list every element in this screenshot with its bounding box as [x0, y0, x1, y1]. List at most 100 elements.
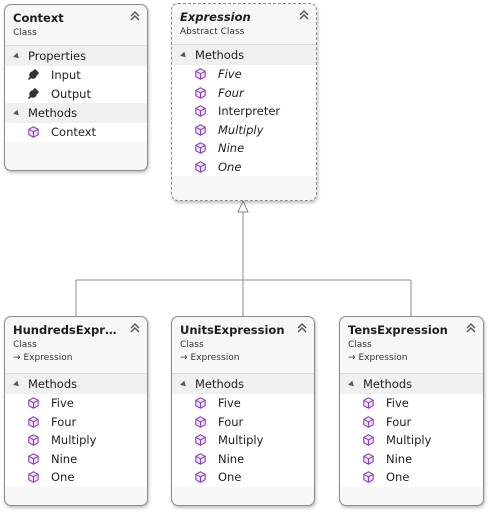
- method-item[interactable]: Nine: [5, 449, 147, 468]
- inheritance-arrowhead: [237, 199, 249, 213]
- double-chevron-up-icon[interactable]: [129, 322, 140, 333]
- method-label: One: [386, 470, 410, 485]
- class-title: Context: [13, 11, 64, 25]
- section-label: Methods: [195, 377, 245, 391]
- context-class[interactable]: Context Class Properties Input Output Me…: [4, 4, 148, 171]
- class-header[interactable]: TensExpression Class → Expression: [340, 317, 483, 373]
- section-methods[interactable]: Methods: [5, 103, 147, 123]
- method-item[interactable]: Five: [172, 394, 314, 413]
- method-item[interactable]: One: [172, 468, 314, 487]
- cube-icon: [194, 86, 206, 99]
- arrow-right-icon: →: [180, 353, 188, 363]
- cube-icon: [362, 452, 374, 465]
- double-chevron-up-icon[interactable]: [298, 9, 309, 20]
- cube-icon: [194, 105, 206, 118]
- class-title: HundredsExpres...: [13, 323, 123, 337]
- method-item[interactable]: Nine: [172, 449, 314, 468]
- cube-icon: [27, 415, 39, 428]
- base-class-link[interactable]: → Expression: [180, 353, 314, 363]
- method-item[interactable]: Nine: [172, 139, 316, 158]
- method-item[interactable]: One: [5, 468, 147, 487]
- method-item[interactable]: One: [340, 468, 483, 487]
- arrow-right-icon: →: [13, 353, 21, 363]
- expand-triangle-icon[interactable]: [13, 52, 21, 60]
- property-item[interactable]: Output: [5, 84, 147, 103]
- expand-triangle-icon[interactable]: [180, 51, 188, 59]
- method-item[interactable]: Nine: [340, 449, 483, 468]
- method-label: One: [51, 470, 75, 485]
- section-label: Methods: [195, 48, 245, 62]
- cube-icon: [27, 126, 39, 139]
- method-label: Interpreter: [218, 104, 281, 119]
- method-item[interactable]: One: [172, 157, 316, 176]
- expand-triangle-icon[interactable]: [13, 109, 21, 117]
- class-stereotype: Class: [13, 28, 37, 38]
- method-item[interactable]: Multiply: [172, 431, 314, 450]
- wrench-icon: [27, 87, 39, 100]
- base-class-label: Expression: [358, 353, 408, 363]
- cube-icon: [27, 452, 39, 465]
- class-title: Expression: [180, 10, 251, 24]
- method-item[interactable]: Four: [172, 83, 316, 102]
- class-stereotype: Class: [348, 340, 372, 350]
- method-label: Multiply: [218, 433, 264, 448]
- section-properties[interactable]: Properties: [5, 46, 147, 66]
- method-item[interactable]: Four: [340, 412, 483, 431]
- section-methods[interactable]: Methods: [5, 374, 147, 394]
- method-label: Nine: [218, 451, 245, 466]
- double-chevron-up-icon[interactable]: [296, 322, 307, 333]
- section-methods[interactable]: Methods: [172, 374, 314, 394]
- tens-expression-class[interactable]: TensExpression Class → Expression Method…: [339, 316, 484, 506]
- section-methods[interactable]: Methods: [340, 374, 483, 394]
- expand-triangle-icon[interactable]: [180, 380, 188, 388]
- hundreds-expression-class[interactable]: HundredsExpres... Class → Expression Met…: [4, 316, 148, 506]
- method-item[interactable]: Five: [5, 394, 147, 413]
- property-label: Input: [51, 68, 81, 83]
- method-label: One: [218, 470, 242, 485]
- class-header[interactable]: UnitsExpression Class → Expression: [172, 317, 314, 373]
- cube-icon: [27, 434, 39, 447]
- cube-icon: [362, 434, 374, 447]
- class-stereotype: Class: [13, 340, 37, 350]
- method-item[interactable]: Multiply: [340, 431, 483, 450]
- method-item[interactable]: Four: [5, 412, 147, 431]
- class-header[interactable]: Expression Abstract Class: [172, 4, 316, 44]
- expand-triangle-icon[interactable]: [348, 380, 356, 388]
- cube-icon: [194, 415, 206, 428]
- class-title: UnitsExpression: [180, 323, 285, 337]
- method-item[interactable]: Multiply: [172, 120, 316, 139]
- cube-icon: [27, 397, 39, 410]
- cube-icon: [194, 434, 206, 447]
- section-label: Properties: [28, 49, 87, 63]
- cube-icon: [27, 471, 39, 484]
- cube-icon: [194, 452, 206, 465]
- base-class-label: Expression: [190, 353, 240, 363]
- property-item[interactable]: Input: [5, 66, 147, 85]
- double-chevron-up-icon[interactable]: [465, 322, 476, 333]
- property-label: Output: [51, 86, 91, 101]
- double-chevron-up-icon[interactable]: [129, 10, 140, 21]
- class-header[interactable]: Context Class: [5, 5, 147, 45]
- cube-icon: [362, 471, 374, 484]
- method-label: Four: [218, 414, 244, 429]
- method-item[interactable]: Interpreter: [172, 102, 316, 121]
- method-item[interactable]: Context: [5, 123, 147, 142]
- arrow-right-icon: →: [348, 353, 356, 363]
- section-methods[interactable]: Methods: [172, 45, 316, 65]
- cube-icon: [194, 160, 206, 173]
- class-header[interactable]: HundredsExpres... Class → Expression: [5, 317, 147, 373]
- method-label: Five: [218, 67, 242, 82]
- method-item[interactable]: Five: [172, 65, 316, 84]
- section-label: Methods: [363, 377, 413, 391]
- method-item[interactable]: Five: [340, 394, 483, 413]
- base-class-link[interactable]: → Expression: [13, 353, 147, 363]
- section-label: Methods: [28, 377, 78, 391]
- units-expression-class[interactable]: UnitsExpression Class → Expression Metho…: [171, 316, 315, 506]
- class-stereotype: Abstract Class: [180, 27, 245, 37]
- method-item[interactable]: Four: [172, 412, 314, 431]
- expand-triangle-icon[interactable]: [13, 380, 21, 388]
- method-item[interactable]: Multiply: [5, 431, 147, 450]
- base-class-link[interactable]: → Expression: [348, 353, 483, 363]
